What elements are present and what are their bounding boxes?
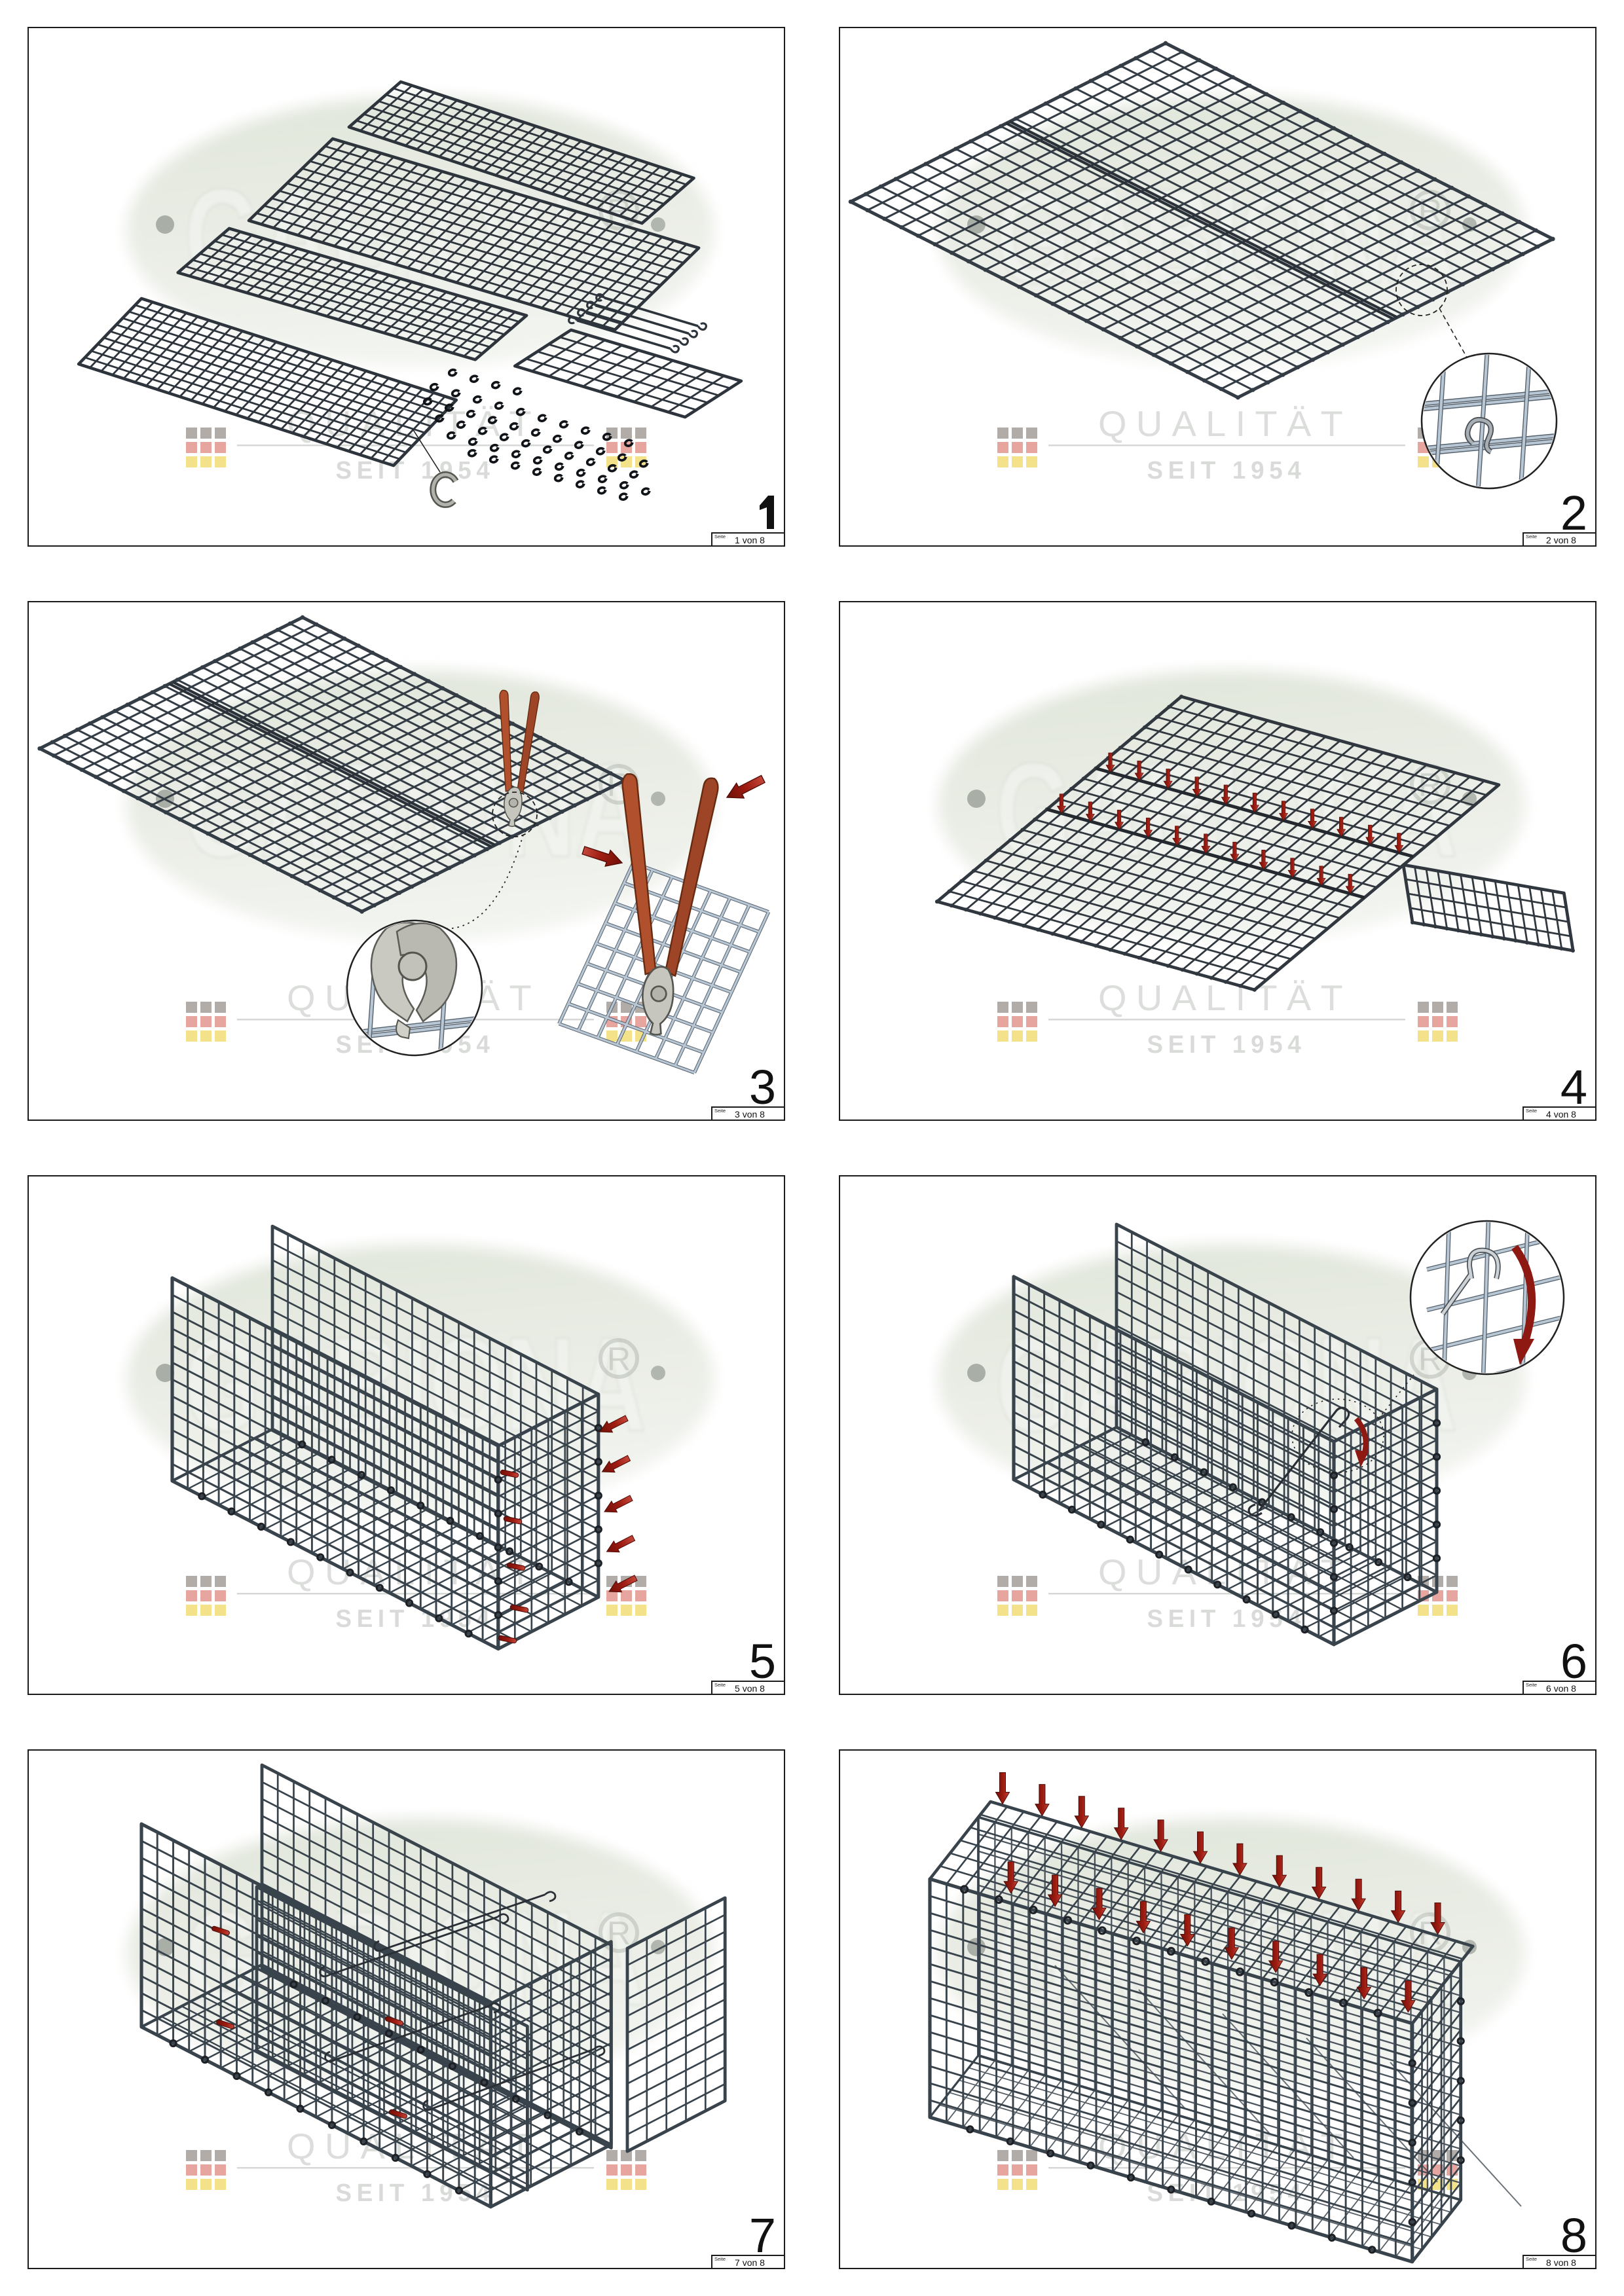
- svg-text:Seite: Seite: [714, 1682, 726, 1688]
- svg-text:Seite: Seite: [1526, 2256, 1537, 2262]
- svg-text:Seite: Seite: [1526, 1682, 1537, 1688]
- svg-text:6 von 8: 6 von 8: [1546, 1683, 1576, 1694]
- svg-text:QUALITÄT: QUALITÄT: [1098, 977, 1352, 1018]
- svg-text:4: 4: [1560, 1060, 1587, 1114]
- svg-text:8 von 8: 8 von 8: [1546, 2257, 1576, 2268]
- svg-text:SEIT 1954: SEIT 1954: [1147, 1031, 1306, 1059]
- svg-text:7 von 8: 7 von 8: [735, 2257, 765, 2268]
- svg-text:Seite: Seite: [714, 1108, 726, 1114]
- svg-text:7: 7: [749, 2208, 776, 2263]
- svg-text:SEIT 1954: SEIT 1954: [1147, 1605, 1306, 1633]
- svg-text:4 von 8: 4 von 8: [1546, 1109, 1576, 1120]
- svg-text:SEIT 1954: SEIT 1954: [336, 1605, 495, 1633]
- svg-text:Seite: Seite: [714, 534, 726, 539]
- svg-text:Seite: Seite: [1526, 534, 1537, 539]
- svg-text:Seite: Seite: [714, 2256, 726, 2262]
- svg-text:SEIT 1954: SEIT 1954: [1147, 457, 1306, 484]
- svg-text:8: 8: [1560, 2208, 1587, 2263]
- svg-text:1 von 8: 1 von 8: [735, 535, 765, 545]
- svg-text:Seite: Seite: [1526, 1108, 1537, 1114]
- svg-text:2 von 8: 2 von 8: [1546, 535, 1576, 545]
- svg-text:QUALITÄT: QUALITÄT: [1098, 403, 1352, 444]
- svg-text:6: 6: [1560, 1634, 1587, 1688]
- svg-text:5: 5: [749, 1634, 776, 1688]
- svg-text:5 von 8: 5 von 8: [735, 1683, 765, 1694]
- svg-text:2: 2: [1560, 486, 1587, 540]
- svg-text:R: R: [607, 1341, 631, 1377]
- svg-text:3: 3: [749, 1060, 776, 1114]
- svg-text:3 von 8: 3 von 8: [735, 1109, 765, 1120]
- svg-text:SEIT 1954: SEIT 1954: [336, 457, 495, 484]
